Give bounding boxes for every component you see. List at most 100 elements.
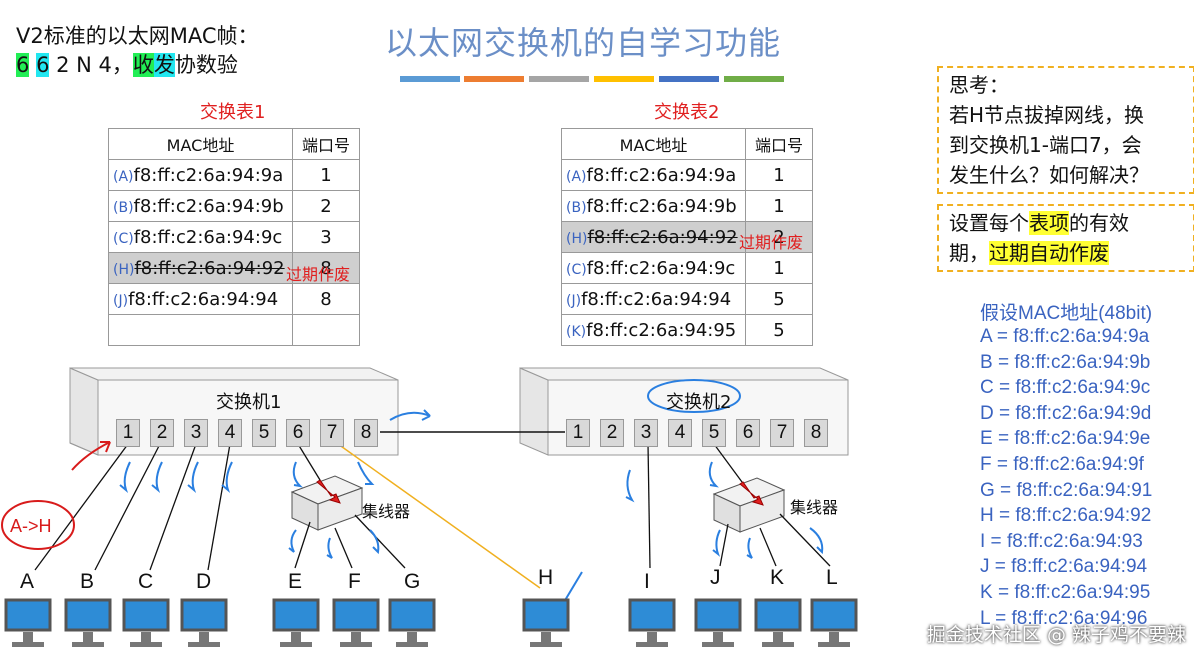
- table1-expired-note: 过期作废: [286, 265, 351, 284]
- field-send: 发: [153, 53, 175, 77]
- color-bar-6: [724, 76, 784, 82]
- computer-icon: [332, 598, 380, 647]
- table2-expired-note: 过期作废: [739, 233, 804, 252]
- slide-title: 以太网交换机的自学习功能: [385, 24, 782, 62]
- color-bar-2: [464, 76, 524, 82]
- computer-icon: [628, 598, 676, 647]
- hub1-label: 集线器: [362, 502, 411, 521]
- hub2-label: 集线器: [790, 498, 839, 517]
- switch2-port-6: 6: [736, 419, 760, 447]
- computer-icon: [694, 598, 742, 647]
- table-row-empty: [108, 314, 360, 346]
- host-label-e: E: [288, 570, 303, 593]
- computer-icon: [4, 598, 52, 647]
- col-port: 端口号: [292, 128, 360, 160]
- color-bar-3: [529, 76, 589, 82]
- table2-title: 交换表2: [654, 102, 720, 123]
- computer-icon: [64, 598, 112, 647]
- hub-1: [290, 475, 364, 531]
- mac-list-item: G = f8:ff:c2:6a:94:91: [980, 479, 1153, 501]
- col-port: 端口号: [745, 128, 813, 160]
- field-rest: 2 N 4，: [49, 53, 133, 77]
- color-bar-4: [594, 76, 654, 82]
- computer-icon: [810, 598, 858, 647]
- host-label-i: I: [644, 570, 650, 593]
- answer-line1: 设置每个表项的有效: [949, 211, 1129, 235]
- annotation-arrow-text: A->H: [10, 516, 52, 536]
- switch2-name: 交换机2: [666, 392, 732, 413]
- host-label-j: J: [710, 566, 721, 589]
- switch1-port-7: 7: [320, 419, 344, 447]
- computer-icon: [180, 598, 228, 647]
- switch1-port-1: 1: [116, 419, 140, 447]
- answer-box: 设置每个表项的有效 期，过期自动作废: [937, 204, 1194, 272]
- computer-icon: [388, 598, 436, 647]
- color-bar-5: [659, 76, 719, 82]
- mac-list-item: B = f8:ff:c2:6a:94:9b: [980, 351, 1151, 373]
- computers: [4, 598, 858, 647]
- watermark: 掘金技术社区 @ 辣子鸡不要辣: [926, 624, 1186, 646]
- switch2-port-5: 5: [702, 419, 726, 447]
- switch1-port-6: 6: [286, 419, 310, 447]
- answer-line2: 期，过期自动作废: [949, 241, 1109, 265]
- mac-list-item: F = f8:ff:c2:6a:94:9f: [980, 454, 1144, 475]
- mac-frame-line1: V2标准的以太网MAC帧：: [16, 24, 259, 48]
- switch1-port-3: 3: [184, 419, 208, 447]
- think-line: 思考：: [949, 73, 1009, 97]
- switch-1: [69, 367, 399, 456]
- switch1-name: 交换机1: [216, 392, 282, 413]
- mac-list-item: K = f8:ff:c2:6a:94:95: [980, 582, 1151, 603]
- mac-list-item: L = f8:ff:c2:6a:94:96: [980, 607, 1148, 629]
- field-src-len: 6: [36, 53, 50, 77]
- switch2-port-1: 1: [566, 419, 590, 447]
- think-line: 到交换机1-端口7，会: [949, 133, 1142, 157]
- mac-list-item: I = f8:ff:c2:6a:94:93: [980, 530, 1143, 552]
- cables: [34, 443, 831, 571]
- switch2-port-7: 7: [770, 419, 794, 447]
- host-label-d: D: [196, 570, 212, 593]
- mac-list-item: C = f8:ff:c2:6a:94:9c: [980, 377, 1151, 399]
- host-label-b: B: [80, 570, 95, 593]
- mac-list-item: E = f8:ff:c2:6a:94:9e: [980, 428, 1151, 450]
- col-mac: MAC地址: [561, 128, 746, 160]
- flood-arrows: [119, 379, 824, 624]
- col-mac: MAC地址: [108, 128, 293, 160]
- think-line: 发生什么？如何解决？: [949, 163, 1149, 187]
- host-label-k: K: [770, 566, 785, 589]
- color-bar-1: [400, 76, 460, 82]
- table1-title: 交换表1: [200, 102, 266, 123]
- h-new-cable: [337, 443, 541, 589]
- mac-list-item: H = f8:ff:c2:6a:94:92: [980, 505, 1152, 527]
- host-label-g: G: [404, 570, 421, 593]
- field-dest-len: 6: [16, 53, 30, 77]
- mac-list-item: D = f8:ff:c2:6a:94:9d: [980, 402, 1152, 424]
- field-tail: 协数验: [174, 53, 238, 77]
- switch2-port-8: 8: [804, 419, 828, 447]
- switch1-port-2: 2: [150, 419, 174, 447]
- switch1-port-5: 5: [252, 419, 276, 447]
- switch2-port-4: 4: [668, 419, 692, 447]
- hub-2: [712, 477, 786, 533]
- computer-icon: [522, 598, 570, 647]
- mac-frame-line2: 6 6 2 N 4，收发协数验: [16, 51, 259, 80]
- mac-list-item: A = f8:ff:c2:6a:94:9a: [980, 326, 1150, 347]
- field-receive: 收: [132, 53, 154, 77]
- switch2-port-3: 3: [634, 419, 658, 447]
- host-label-c: C: [138, 570, 154, 593]
- switch2-port-2: 2: [600, 419, 624, 447]
- host-label-f: F: [348, 570, 361, 593]
- switch1-port-4: 4: [218, 419, 242, 447]
- computer-icon: [754, 598, 802, 647]
